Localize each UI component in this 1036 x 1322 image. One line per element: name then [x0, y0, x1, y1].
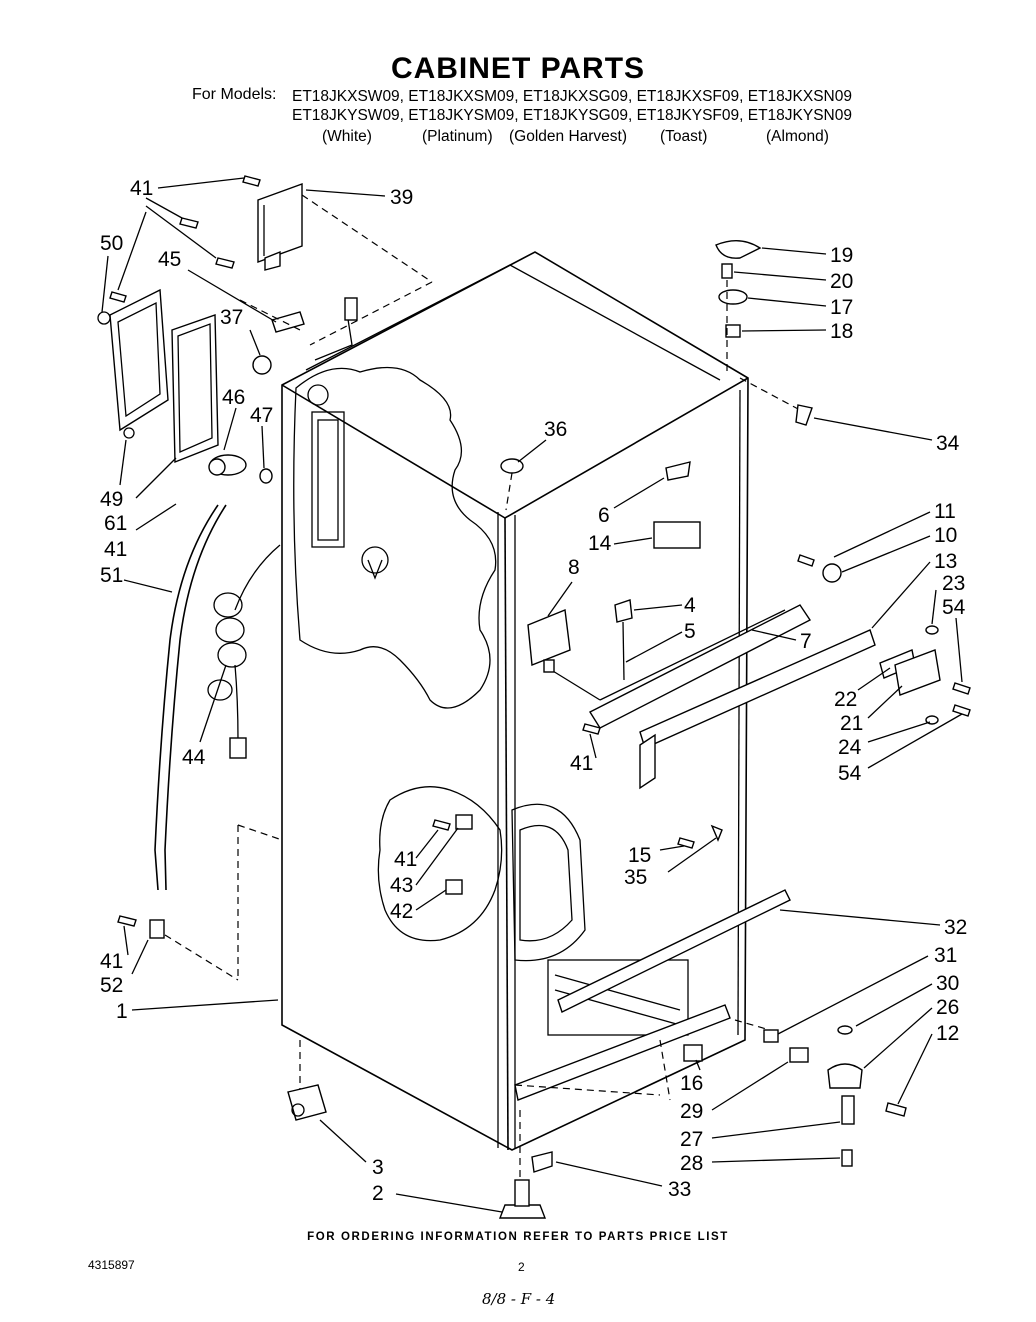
- callout-44: 44: [182, 746, 206, 769]
- callout-17: 17: [830, 296, 853, 319]
- callout-46: 46: [222, 386, 245, 409]
- drain-tube: [149, 504, 227, 939]
- callout-50: 50: [100, 232, 123, 255]
- center-parts: [500, 458, 701, 701]
- callout-34: 34: [936, 432, 960, 455]
- switch-45: [239, 299, 305, 333]
- callout-37: 37: [220, 306, 243, 329]
- callout-45: 45: [158, 248, 181, 271]
- cabinet-body: [281, 251, 876, 1151]
- callout-22: 22: [834, 688, 857, 711]
- callout-15: 15: [628, 844, 651, 867]
- callout-49: 49: [100, 488, 123, 511]
- page-title: CABINET PARTS: [390, 52, 646, 85]
- callout-35: 35: [624, 866, 647, 889]
- leader-lines: [101, 177, 963, 1213]
- color-toast: (Toast): [660, 128, 708, 145]
- callout-1: 1: [116, 1000, 128, 1023]
- callout-3: 3: [372, 1156, 384, 1179]
- callout-41: 41: [570, 752, 593, 775]
- power-cord: [207, 544, 281, 759]
- thermostat-46: [208, 454, 273, 484]
- control-housing: [97, 288, 169, 439]
- callout-30: 30: [936, 972, 959, 995]
- models-row-2: ET18JKYSW09, ET18JKYSM09, ET18JKYSG09, E…: [292, 107, 852, 124]
- callout-41: 41: [104, 538, 127, 561]
- document-number: 4315897: [88, 1258, 135, 1272]
- callout-20: 20: [830, 270, 853, 293]
- callout-21: 21: [840, 712, 863, 735]
- callout-8: 8: [568, 556, 580, 579]
- callout-23: 23: [942, 572, 965, 595]
- color-platinum: (Platinum): [422, 128, 493, 145]
- for-models-label: For Models:: [192, 86, 277, 103]
- misc-dashed-leaders: [164, 194, 771, 1185]
- callout-7: 7: [800, 630, 812, 653]
- evaporator-cover-panel: [257, 183, 303, 271]
- callout-36: 36: [544, 418, 567, 441]
- knob-37: [252, 355, 272, 375]
- callout-19: 19: [830, 244, 853, 267]
- footer-note: FOR ORDERING INFORMATION REFER TO PARTS …: [307, 1231, 729, 1243]
- models-row-1: ET18JKXSW09, ET18JKXSM09, ET18JKXSG09, E…: [292, 88, 852, 105]
- callout-32: 32: [944, 916, 967, 939]
- callout-10: 10: [934, 524, 957, 547]
- top-hinge-parts: [715, 240, 813, 426]
- callout-29: 29: [680, 1100, 703, 1123]
- color-almond: (Almond): [766, 128, 829, 145]
- callout-5: 5: [684, 620, 696, 643]
- callout-14: 14: [588, 532, 612, 555]
- lower-left-parts: [117, 723, 601, 927]
- callout-39: 39: [390, 186, 413, 209]
- callout-54: 54: [838, 762, 862, 785]
- color-golden-harvest: (Golden Harvest): [509, 128, 628, 145]
- callout-41: 41: [130, 177, 153, 200]
- callout-4: 4: [684, 594, 696, 617]
- callout-47: 47: [250, 404, 273, 427]
- bottom-parts: [287, 1025, 907, 1219]
- callout-18: 18: [830, 320, 853, 343]
- callout-labels: 41 39 50 45 37 46 47 49 61 41 51 44 19 2…: [100, 177, 967, 1205]
- gasket-seal: [171, 314, 219, 464]
- callout-27: 27: [680, 1128, 703, 1151]
- callout-52: 52: [100, 974, 123, 997]
- screws-top-left: [109, 175, 261, 303]
- callout-31: 31: [934, 944, 957, 967]
- callout-13: 13: [934, 550, 957, 573]
- callout-54: 54: [942, 596, 966, 619]
- callout-28: 28: [680, 1152, 703, 1175]
- callout-2: 2: [372, 1182, 384, 1205]
- color-white: (White): [322, 128, 372, 145]
- callout-41: 41: [100, 950, 123, 973]
- page-number: 2: [518, 1260, 525, 1274]
- callout-41: 41: [394, 848, 417, 871]
- callout-12: 12: [936, 1022, 959, 1045]
- callout-24: 24: [838, 736, 862, 759]
- callout-16: 16: [680, 1072, 703, 1095]
- callout-11: 11: [934, 500, 956, 523]
- callout-26: 26: [936, 996, 959, 1019]
- callout-51: 51: [100, 564, 123, 587]
- callout-33: 33: [668, 1178, 691, 1201]
- handwritten-code: 8/8 - F - 4: [482, 1290, 556, 1308]
- callout-42: 42: [390, 900, 413, 923]
- callout-43: 43: [390, 874, 413, 897]
- callout-61: 61: [104, 512, 127, 535]
- callout-6: 6: [598, 504, 610, 527]
